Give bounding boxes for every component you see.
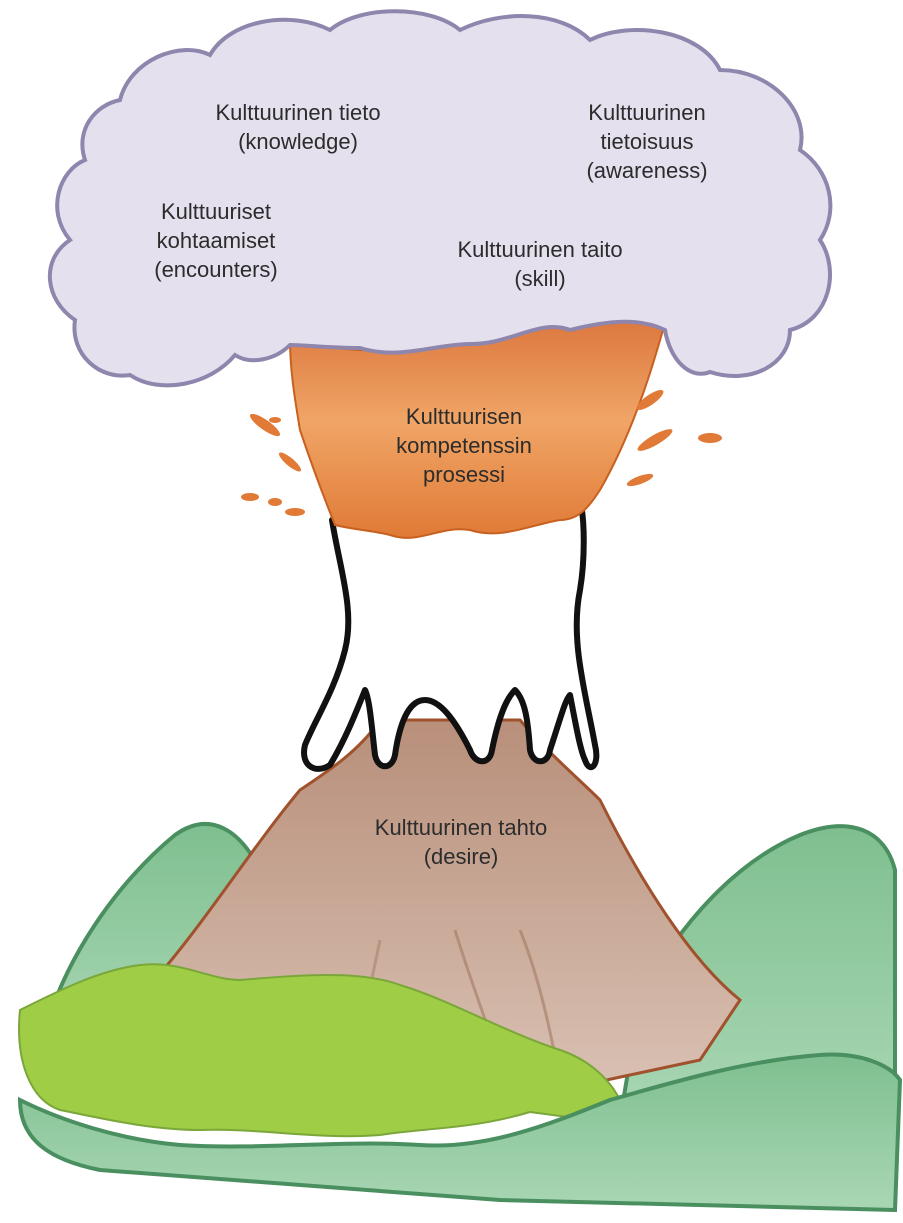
label-desire: Kulttuurinen tahto (desire) <box>375 813 547 871</box>
label-process: Kulttuurisen kompetenssin prosessi <box>396 402 532 489</box>
label-encounters: Kulttuuriset kohtaamiset (encounters) <box>154 197 278 284</box>
label-awareness: Kulttuurinen tietoisuus (awareness) <box>586 98 707 185</box>
label-knowledge: Kulttuurinen tieto (knowledge) <box>215 98 380 156</box>
label-skill: Kulttuurinen taito (skill) <box>457 235 622 293</box>
